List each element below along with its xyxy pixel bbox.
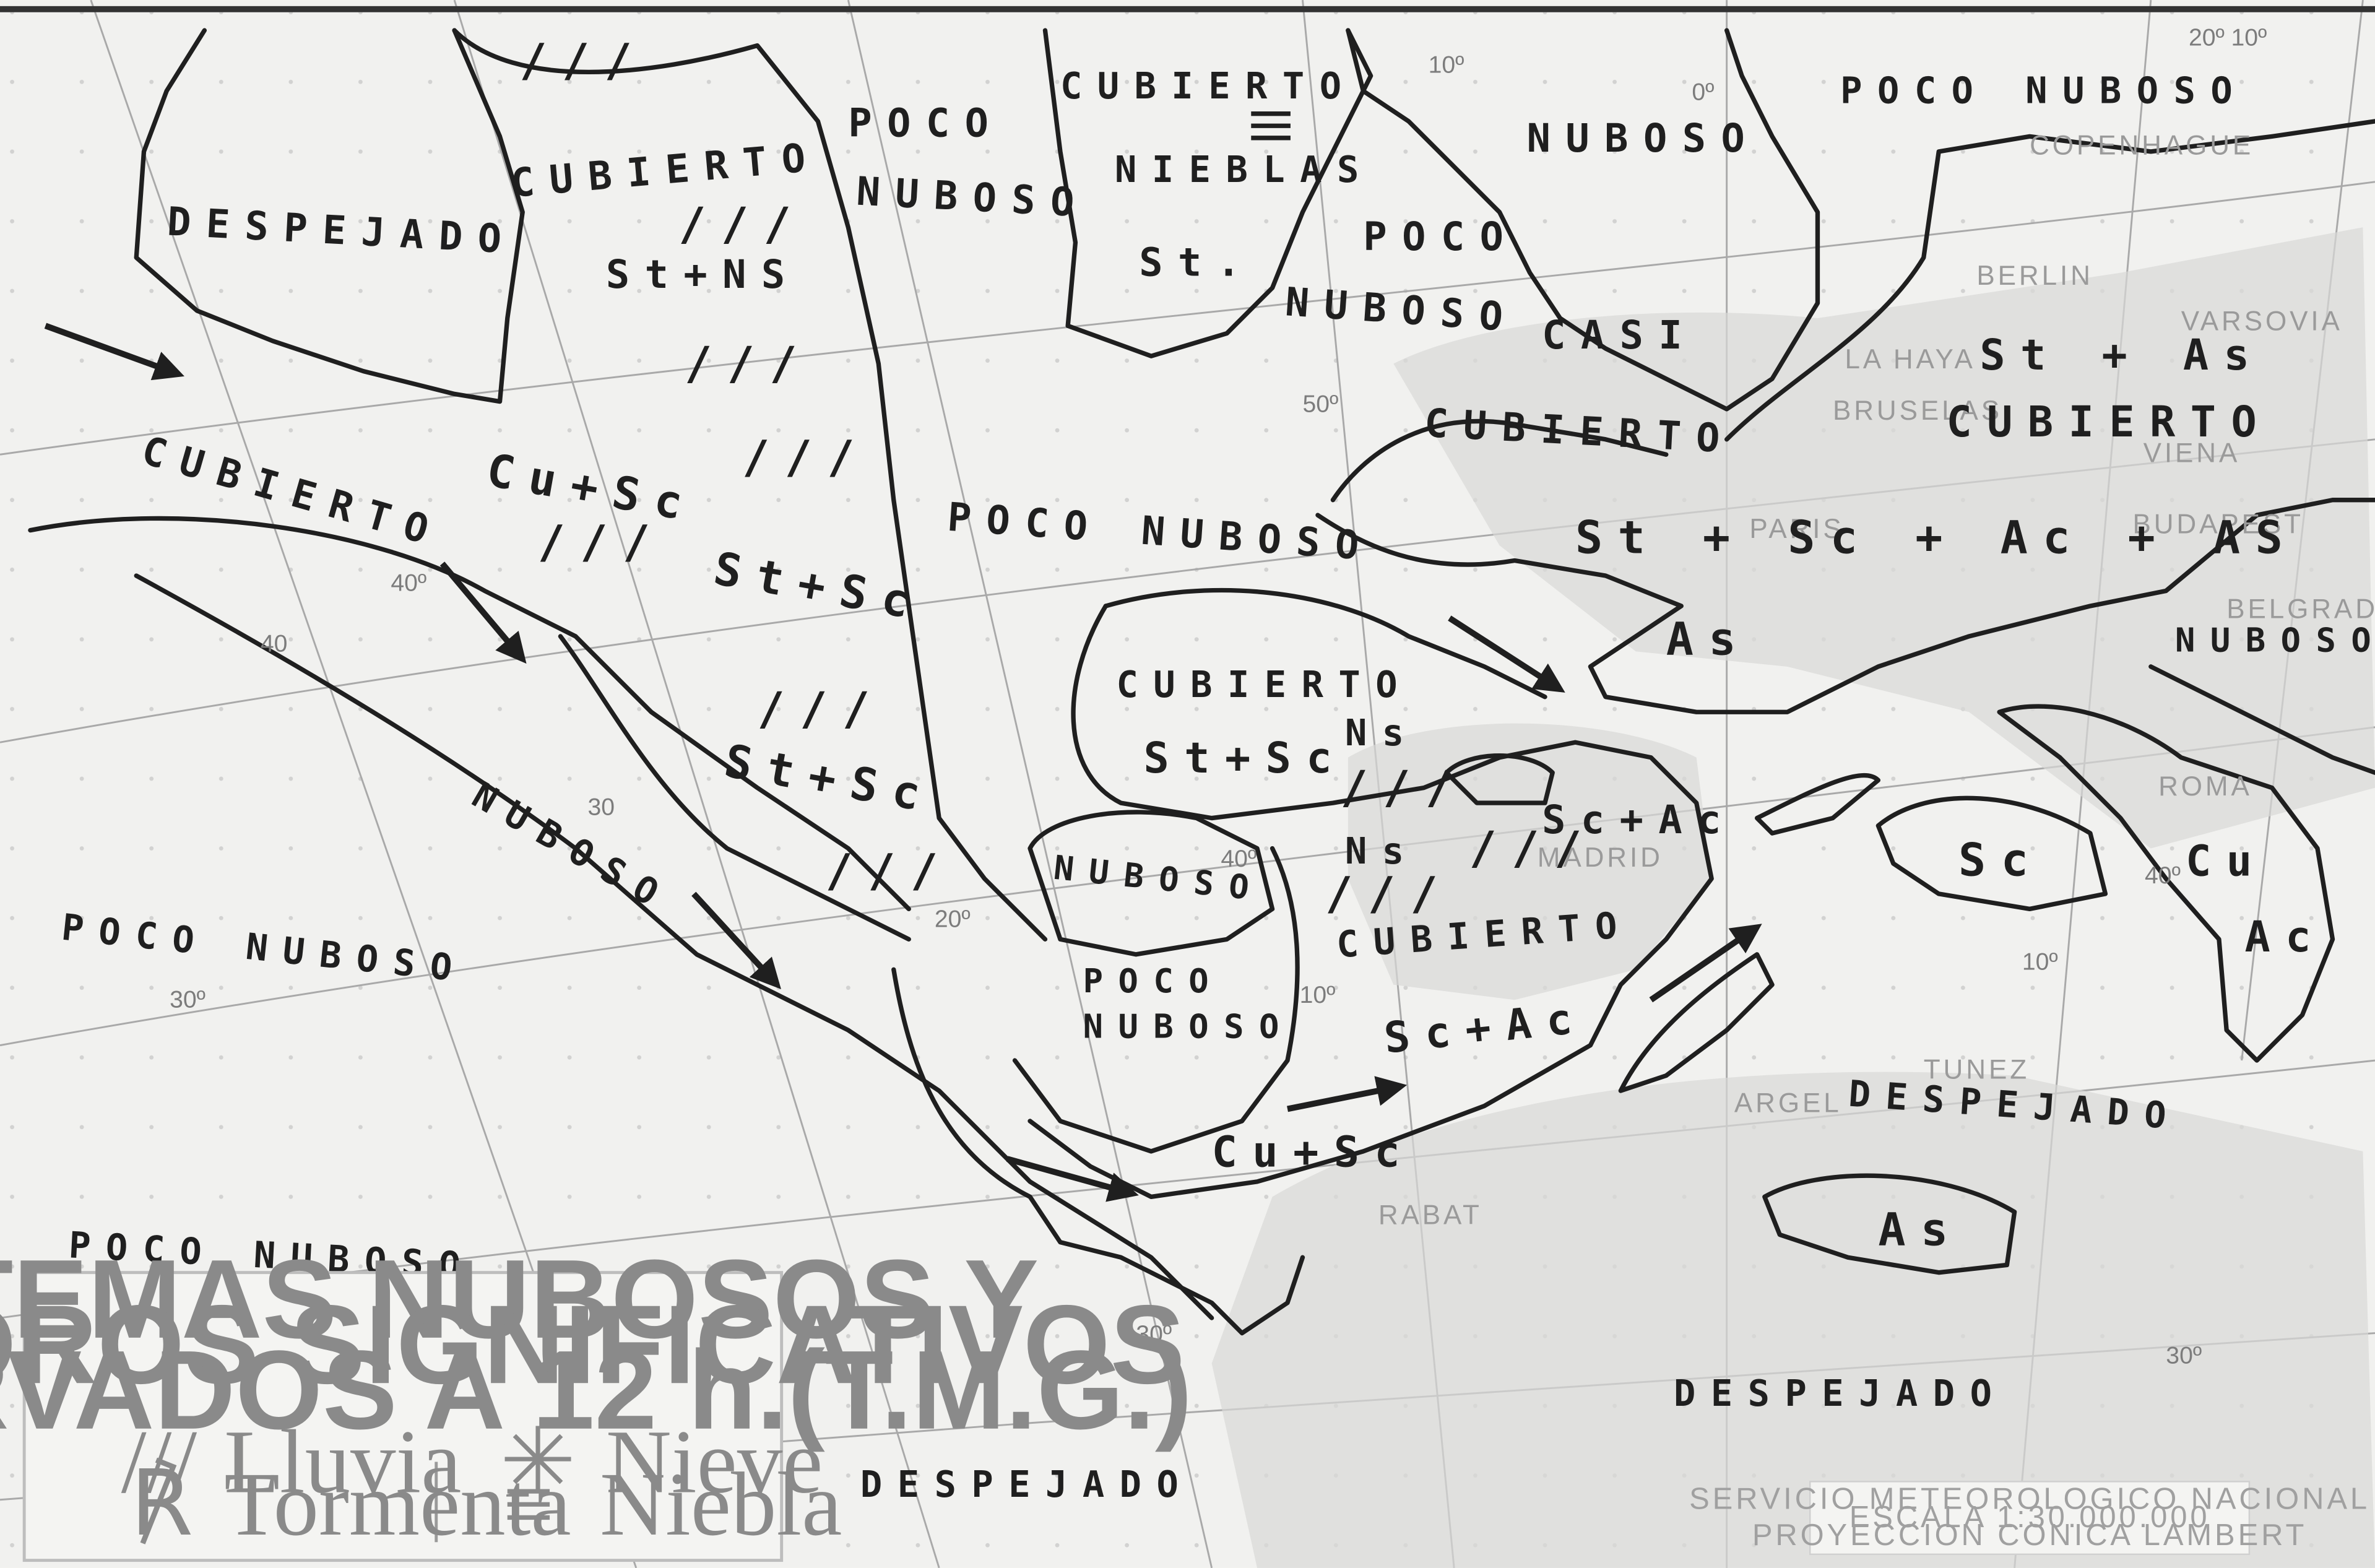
grid-label: 40º xyxy=(391,570,426,596)
rain-symbol: /// xyxy=(685,337,812,390)
region-label: NUBOSO xyxy=(2175,620,2375,659)
region-label: POCO xyxy=(848,100,1003,146)
rain-legend-icon: /// xyxy=(121,1411,197,1512)
grid-labels: 10º 20º 0º 10º 50º 40º 40 30 20º 10º 40º… xyxy=(170,25,2267,1369)
grid-label: 30 xyxy=(587,794,615,821)
grid-label: 30º xyxy=(2166,1343,2202,1369)
grid-label: 20º xyxy=(935,906,971,933)
grid-label: 10º xyxy=(1429,52,1464,79)
credit-line: PROYECCION CONICA LAMBERT xyxy=(1752,1518,2307,1552)
grid-label: 50º xyxy=(1302,391,1338,418)
rain-symbol: /// xyxy=(826,845,953,898)
region-label: St+Sc xyxy=(1144,734,1348,783)
grid-label: 30º xyxy=(170,986,205,1013)
city-label: BELGRADO xyxy=(2226,594,2375,625)
region-label: CASI xyxy=(1542,313,1697,358)
thunderstorm-legend-icon: ℟ xyxy=(130,1453,192,1554)
region-label: Sc xyxy=(1958,834,2043,887)
grid-label: 20º xyxy=(2189,25,2225,51)
cloud-system-boundaries xyxy=(28,28,2375,1336)
region-label: St. xyxy=(1139,240,1255,286)
grid-label: 40º xyxy=(1221,846,1257,872)
region-label: Cu xyxy=(2186,837,2267,886)
city-label: VIENA xyxy=(2144,438,2241,468)
rain-symbol: /// xyxy=(1469,822,1597,875)
region-label: St + As xyxy=(1979,331,2264,380)
region-label: Ns xyxy=(1345,711,1419,754)
fog-symbol xyxy=(1251,111,1291,141)
city-labels: COPENHAGUE BERLIN VARSOVIA LA HAYA BRUSE… xyxy=(1378,131,2375,1231)
snow-legend-icon: ✳ xyxy=(500,1411,576,1512)
region-label: POCO NUBOSO xyxy=(1840,69,2247,112)
region-label: As xyxy=(1878,1204,1963,1257)
legend: SISTEMAS NUBOSOS Y METEOROS SIGNIFICATIV… xyxy=(0,1237,1192,1562)
grid-label: 10º xyxy=(2231,25,2267,51)
grid-label: 40 xyxy=(261,630,288,657)
legend-label-rain: Lluvia xyxy=(224,1411,461,1512)
grid-label: 30º xyxy=(1136,1321,1172,1348)
legend-title-line: SISTEMAS NUBOSOS Y xyxy=(0,1237,1039,1362)
region-label: CUBIERTO xyxy=(1060,64,1357,107)
legend-title-line: OBSERVADOS A 12 h.(T.M.G.) xyxy=(0,1328,1192,1453)
city-label: ROMA xyxy=(2158,771,2252,802)
region-label: DESPEJADO xyxy=(1674,1372,2007,1414)
fog-legend-icon: ≡ xyxy=(503,1453,554,1554)
region-label: St+NS xyxy=(606,252,800,298)
credit-line: ESCALA 1:30.000.000 xyxy=(1849,1501,2210,1534)
region-label: NUBOSO xyxy=(1083,1007,1294,1046)
region-label: Ns xyxy=(1345,829,1419,872)
grid-label: 10º xyxy=(1300,982,1336,1008)
rain-symbol: /// xyxy=(519,34,647,87)
region-label: POCO xyxy=(1363,214,1518,260)
region-label: CUBIERTO xyxy=(1946,397,2272,447)
city-label: BUDAPEST xyxy=(2132,509,2304,540)
credit-box: SERVICIO METEOROLOGICO NACIONAL ESCALA 1… xyxy=(1689,1481,2370,1556)
city-label: TUNEZ xyxy=(1924,1054,2030,1085)
rain-symbols: /// /// /// /// /// /// /// /// /// /// xyxy=(519,34,1597,920)
rain-symbol: /// xyxy=(678,198,806,251)
wind-arrows xyxy=(44,323,1762,1202)
city-label: MADRID xyxy=(1538,842,1663,873)
land-shading xyxy=(1211,227,2375,1568)
region-label: Sc+Ac xyxy=(1542,797,1736,843)
region-label: NIEBLAS xyxy=(1115,148,1374,191)
legend-label-fog: Niebla xyxy=(600,1453,842,1554)
city-label: BERLIN xyxy=(1976,261,2093,291)
legend-label-storm: Tormenta xyxy=(224,1453,571,1554)
rain-symbol: /// xyxy=(1341,761,1468,814)
legend-label-snow: Nieve xyxy=(606,1411,823,1512)
rain-symbol: /// xyxy=(1325,867,1453,920)
city-label: VARSOVIA xyxy=(2181,306,2343,337)
city-label: RABAT xyxy=(1378,1200,1482,1230)
legend-title-line: METEOROS SIGNIFICATIVOS xyxy=(0,1282,1185,1407)
city-label: PARIS xyxy=(1749,514,1844,544)
city-label: COPENHAGUE xyxy=(2030,131,2254,161)
grid-label: 10º xyxy=(2022,948,2058,975)
city-label: LA HAYA xyxy=(1845,344,1976,375)
region-label: Cu+Sc xyxy=(1212,1127,1416,1177)
rain-symbol: /// xyxy=(742,431,870,484)
grid-label: 0º xyxy=(1692,79,1714,106)
region-label: DESPEJADO xyxy=(860,1463,1193,1505)
city-label: ARGEL xyxy=(1734,1088,1842,1118)
credit-line: SERVICIO METEOROLOGICO NACIONAL xyxy=(1689,1482,2370,1515)
grid-label: 40º xyxy=(2145,862,2181,889)
region-label: As xyxy=(1666,613,1751,665)
city-label: BRUSELAS xyxy=(1833,396,2002,426)
region-label: St + Sc + Ac + AS xyxy=(1575,511,2298,564)
region-label: NUBOSO xyxy=(1527,116,1760,162)
rain-symbol: /// xyxy=(538,516,665,569)
region-label: POCO xyxy=(1083,961,1224,1000)
region-label: Ac xyxy=(2245,912,2326,962)
rain-symbol: /// xyxy=(758,683,885,735)
region-label: CUBIERTO xyxy=(1116,663,1412,706)
